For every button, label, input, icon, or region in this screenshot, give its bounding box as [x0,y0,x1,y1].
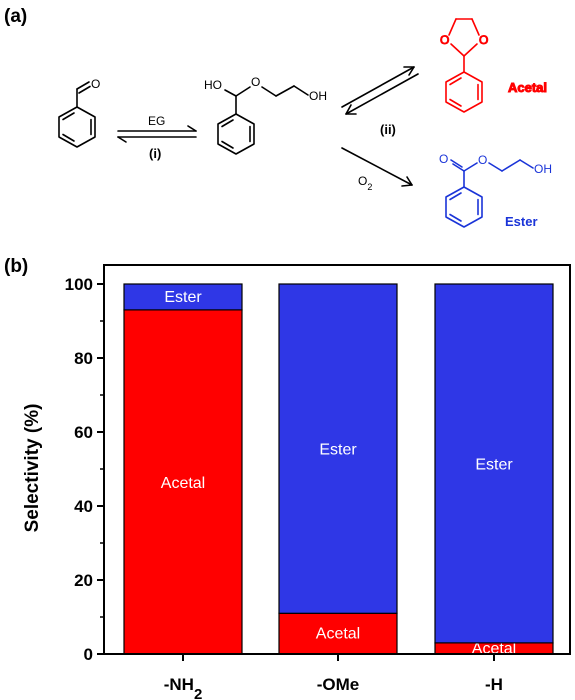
acetal-oxygen-left-label: O [440,33,449,47]
bar-label-ome-acetal: Acetal [316,626,360,643]
plot-frame [103,264,571,655]
panel-label-b: (b) [4,256,28,277]
bar-label-h-ester: Ester [475,456,513,473]
reaction-scheme: (a) O EG (i) [4,6,552,229]
equilibrium-arrow-i: EG (i) [117,114,197,161]
hemiacetal-structure: HO O OH [204,75,327,155]
equilibrium-arrow-ii: (ii) [341,66,419,137]
x-tick-label-ome: -OMe [317,675,360,694]
y-tick-label-100: 100 [65,275,93,294]
reagent-eg-label: EG [148,114,165,128]
ester-structure: O O OH Ester [439,152,552,229]
y-tick-label-60: 60 [74,423,93,442]
bar-label-nh2-acetal: Acetal [161,475,205,492]
benzaldehyde-structure: O [58,77,100,148]
bar-nh2-ester [123,283,243,311]
acetal-oxygen-right-label: O [479,33,488,47]
ester-carbonyl-oxygen-label: O [439,152,448,166]
y-axis-label: Selectivity (%) [22,404,43,533]
acetal-product-label: Acetal [508,80,547,95]
bar-label-nh2-ester: Ester [164,289,202,306]
x-tick-label-nh2: -NH2 [164,675,203,700]
y-tick-label-40: 40 [74,497,93,516]
bar-ome-acetal [278,612,398,655]
hemiacetal-hydroxyl-label: HO [204,78,222,92]
bar-nh2-acetal [123,309,243,655]
ester-hydroxyl-label: OH [534,162,552,176]
ester-ether-oxygen-label: O [478,153,487,167]
y-tick-label-20: 20 [74,571,93,590]
ether-oxygen-label: O [251,75,260,89]
ester-product-label: Ester [505,214,538,229]
step-i-label: (i) [149,146,161,161]
aldehyde-oxygen-label: O [91,77,100,91]
oxidation-arrow: O2 [341,147,413,192]
bar-h-ester [434,283,554,644]
step-ii-label: (ii) [380,122,396,137]
terminal-hydroxyl-label: OH [309,89,327,103]
x-tick-label-h: -H [485,675,503,694]
y-tick-label-80: 80 [74,349,93,368]
oxidant-label: O2 [358,174,372,192]
bar-ome-ester [278,283,398,614]
axis-layer: -NH2 -OMe -H 0 20 40 60 80 100 [65,275,503,700]
panel-label-a: (a) [4,6,27,27]
bar-label-ome-ester: Ester [319,442,357,459]
y-tick-label-0: 0 [84,645,93,664]
acetal-structure: O O Acetal [440,18,548,113]
